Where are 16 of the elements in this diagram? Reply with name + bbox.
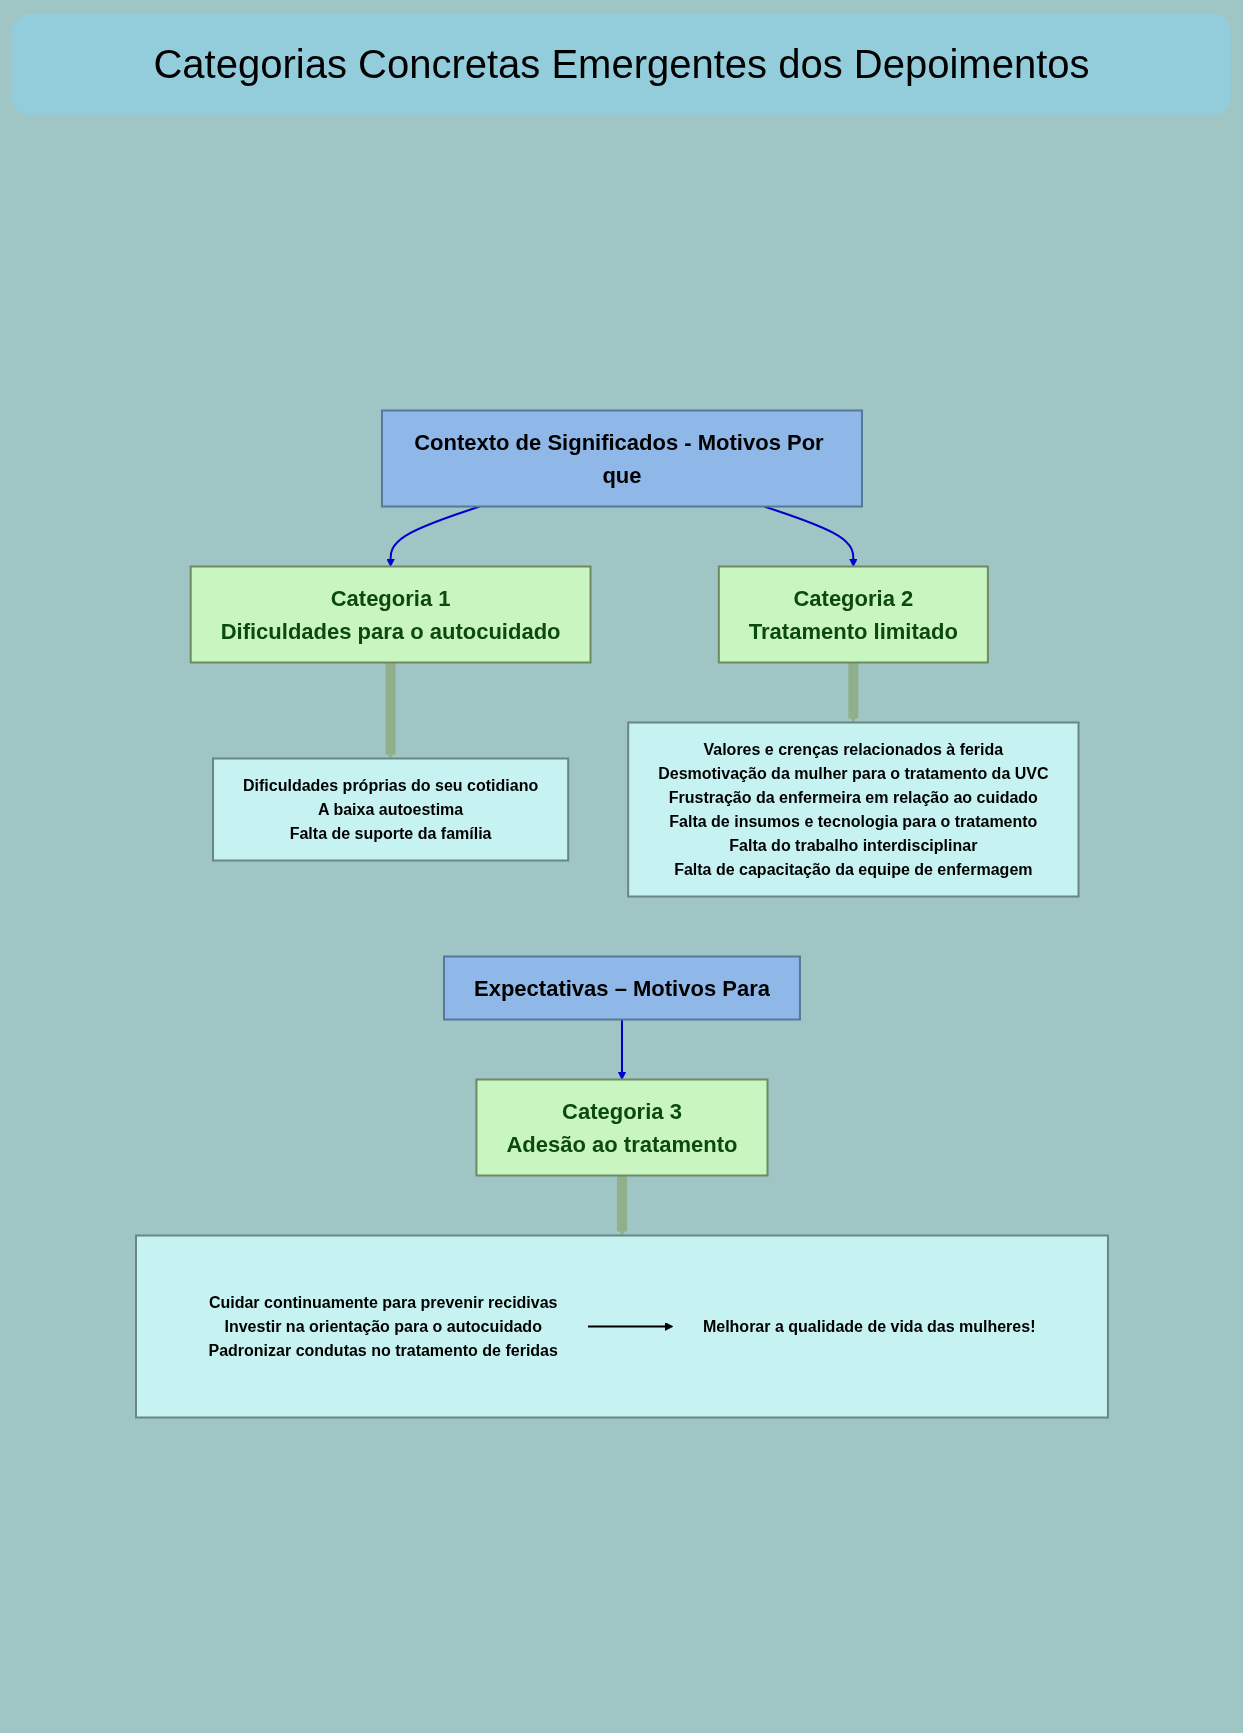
arrow [616, 1175, 627, 1236]
arrow [385, 662, 396, 759]
node-box: Categoria 1 Dificuldades para o autocuidado [189, 565, 592, 664]
node-box: Categoria 2 Tratamento limitado [717, 565, 989, 664]
node-box: Contexto de Significados - Motivos Por que [380, 409, 863, 508]
arrow [586, 1322, 673, 1331]
arrow [617, 1018, 626, 1080]
cluster [134, 1234, 1109, 1419]
node-box: Expectativas – Motivos Para [442, 955, 801, 1021]
node-text: Cuidar continuamente para prevenir recidivas Investir na orientação para o autocuidado Padronizar condutas no tratamento de feridas [208, 1293, 558, 1359]
node-box: Valores e crenças relacionados à ferida Desmotivação da mulher para o tratamento da UVC Frustração da enfermeira em relação ao cuidado Falta de insumos e tecnologia para o tratamento Falta do trabalho interdisciplinar Falta de capacitação da equipe de enfermagem [626, 721, 1080, 898]
node-text: Melhorar a qualidade de vida das mulheres! [702, 1317, 1035, 1335]
arrow [847, 662, 858, 723]
node-box: Dificuldades próprias do seu cotidiano A baixa autoestima Falta de suporte da família [211, 757, 569, 862]
node-box: Categoria 3 Adesão ao tratamento [474, 1078, 768, 1177]
title-banner: Categorias Concretas Emergentes dos Depoimentos [12, 14, 1231, 115]
